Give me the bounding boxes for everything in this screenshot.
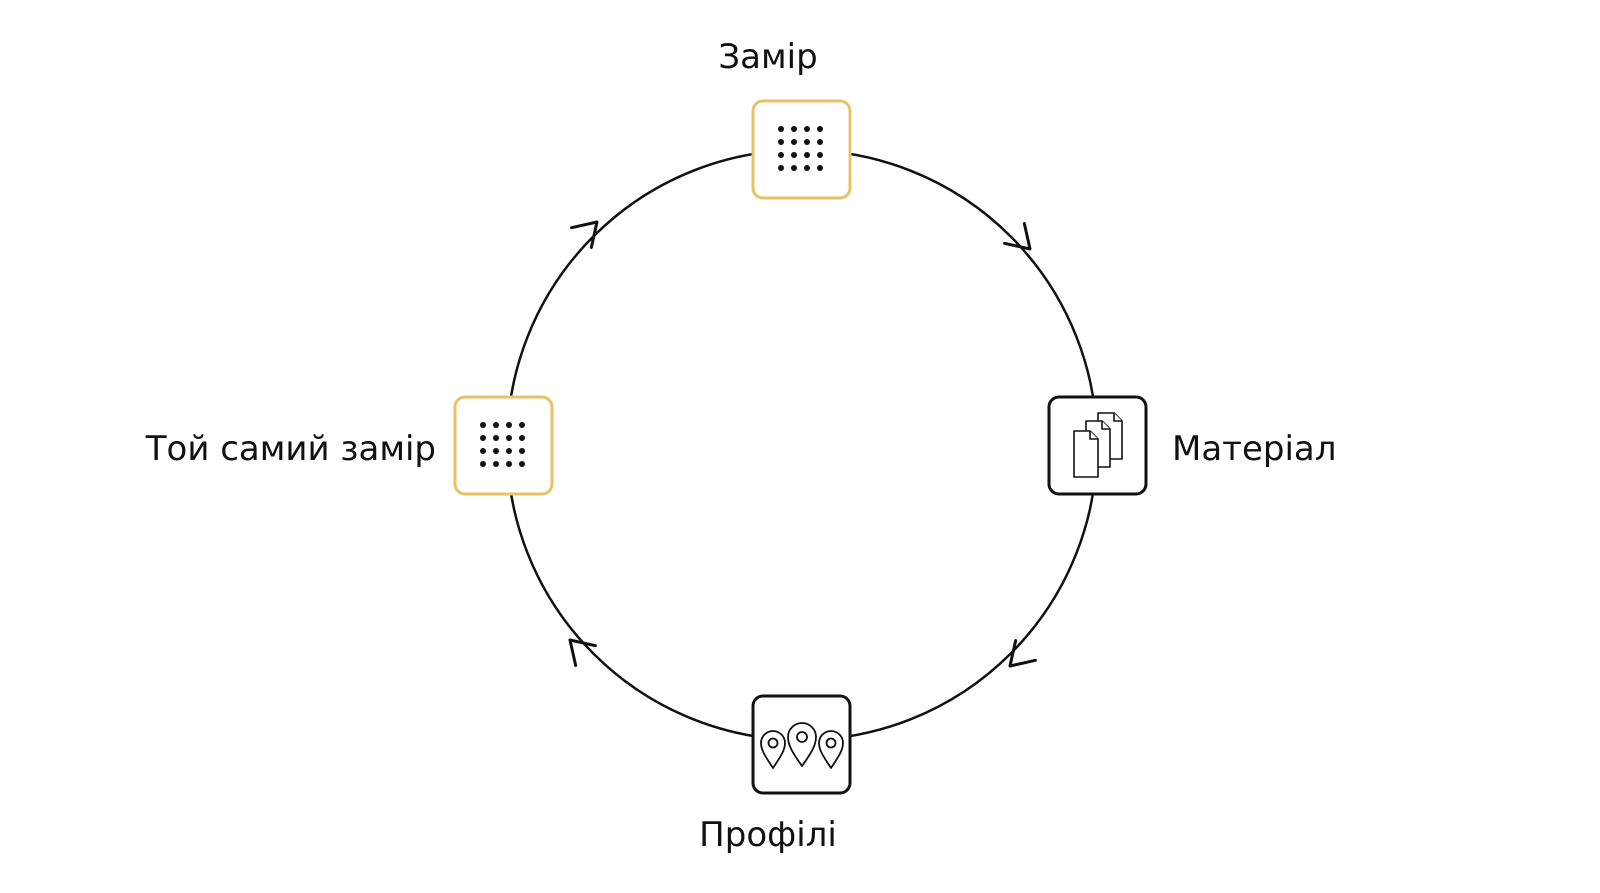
arrow-top-left [570,220,599,249]
node-label-top: Замір [718,37,818,77]
node-top[interactable] [751,99,852,200]
node-label-left: Той самий замір [145,429,436,469]
dot-grid-icon [778,126,823,171]
arrow-bottom-right [1008,639,1037,668]
arrow-top-right [1003,222,1032,251]
node-label-bottom: Профілі [699,815,837,855]
documents-icon [1073,412,1123,478]
arrow-bottom-left [568,638,597,667]
node-left[interactable] [453,395,554,496]
cycle-circle [505,148,1099,742]
node-right[interactable] [1047,395,1148,496]
dot-grid-icon [480,422,525,467]
node-label-right: Матеріал [1172,429,1337,469]
node-bottom[interactable] [751,694,852,795]
location-pins-icon [760,722,844,769]
